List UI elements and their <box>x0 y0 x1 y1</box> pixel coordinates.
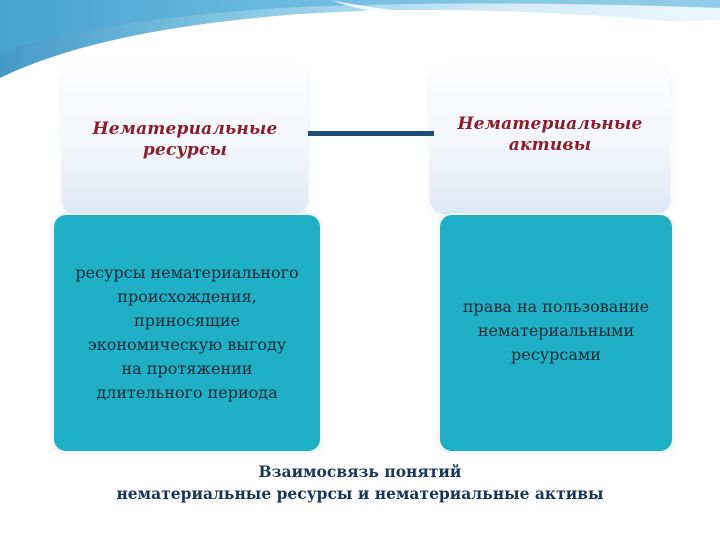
description-left-line: приносящие <box>134 311 240 330</box>
heading-right: Нематериальные активы <box>457 114 642 156</box>
caption-line: Взаимосвязь понятий <box>258 462 462 481</box>
heading-right-line: активы <box>508 135 592 155</box>
description-right-line: права на пользование <box>462 297 650 316</box>
description-right-line: ресурсами <box>511 345 601 364</box>
description-left-line: экономическую выгоду <box>87 335 287 354</box>
description-right: права на пользование нематериальными рес… <box>463 295 649 367</box>
description-left-line: длительного периода <box>96 383 278 402</box>
heading-left: Нематериальные ресурсы <box>92 119 277 161</box>
description-card-right: права на пользование нематериальными рес… <box>438 213 674 453</box>
description-left-line: происхождения, <box>117 287 257 306</box>
description-right-line: нематериальными <box>477 321 635 340</box>
caption: Взаимосвязь понятий нематериальные ресур… <box>40 461 680 505</box>
description-left: ресурсы нематериального происхождения, п… <box>75 261 298 405</box>
description-left-line: ресурсы нематериального <box>75 263 299 282</box>
heading-left-line: ресурсы <box>142 140 228 160</box>
connector-line <box>308 131 434 136</box>
heading-left-line: Нематериальные <box>92 119 278 139</box>
description-card-left: ресурсы нематериального происхождения, п… <box>52 213 322 453</box>
top-wave-decoration <box>0 0 720 78</box>
description-left-line: на протяжении <box>121 359 253 378</box>
caption-line: нематериальные ресурсы и нематериальные … <box>116 484 604 503</box>
heading-card-right: Нематериальные активы <box>430 66 670 214</box>
heading-card-left: Нематериальные ресурсы <box>62 66 308 214</box>
heading-right-line: Нематериальные <box>457 114 643 134</box>
